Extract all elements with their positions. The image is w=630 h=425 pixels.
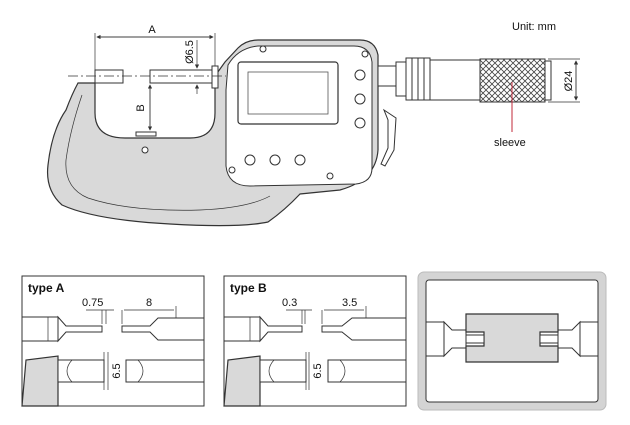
micrometer-frame: [46, 39, 379, 227]
bottom-button-2: [269, 154, 281, 166]
dimension-b: B: [135, 104, 147, 111]
anvil-spindle: [68, 65, 226, 89]
sleeve-label: sleeve: [494, 137, 526, 149]
type-a-dim-dia: 6.5: [111, 363, 123, 378]
bottom-button-3: [294, 154, 306, 166]
side-button-1: [354, 69, 366, 81]
dimension-sleeve: Ø24: [563, 71, 575, 92]
sleeve-assembly: [377, 57, 552, 167]
side-button-3: [354, 117, 366, 129]
side-button-2: [354, 93, 366, 105]
unit-label: Unit: mm: [512, 21, 556, 33]
dimension-a: A: [148, 24, 156, 36]
type-b-dim-width: 3.5: [342, 297, 357, 309]
type-a-title: type A: [28, 281, 65, 295]
type-a-dim-width: 8: [146, 297, 152, 309]
workpiece: [465, 313, 559, 363]
bottom-button-1: [244, 154, 256, 166]
type-b-title: type B: [230, 281, 267, 295]
type-b-panel: type B 0.3 3.5 6.5: [223, 275, 407, 407]
dimension-spindle: Ø6.5: [184, 40, 196, 64]
type-a-dim-tip: 0.75: [82, 297, 103, 309]
type-b-dim-dia: 6.5: [312, 363, 324, 378]
type-b-dim-tip: 0.3: [282, 297, 297, 309]
type-a-panel: type A 0.75 8 6.5: [21, 275, 205, 407]
measurement-example-panel: [417, 271, 607, 411]
lcd-screen: [237, 61, 339, 125]
